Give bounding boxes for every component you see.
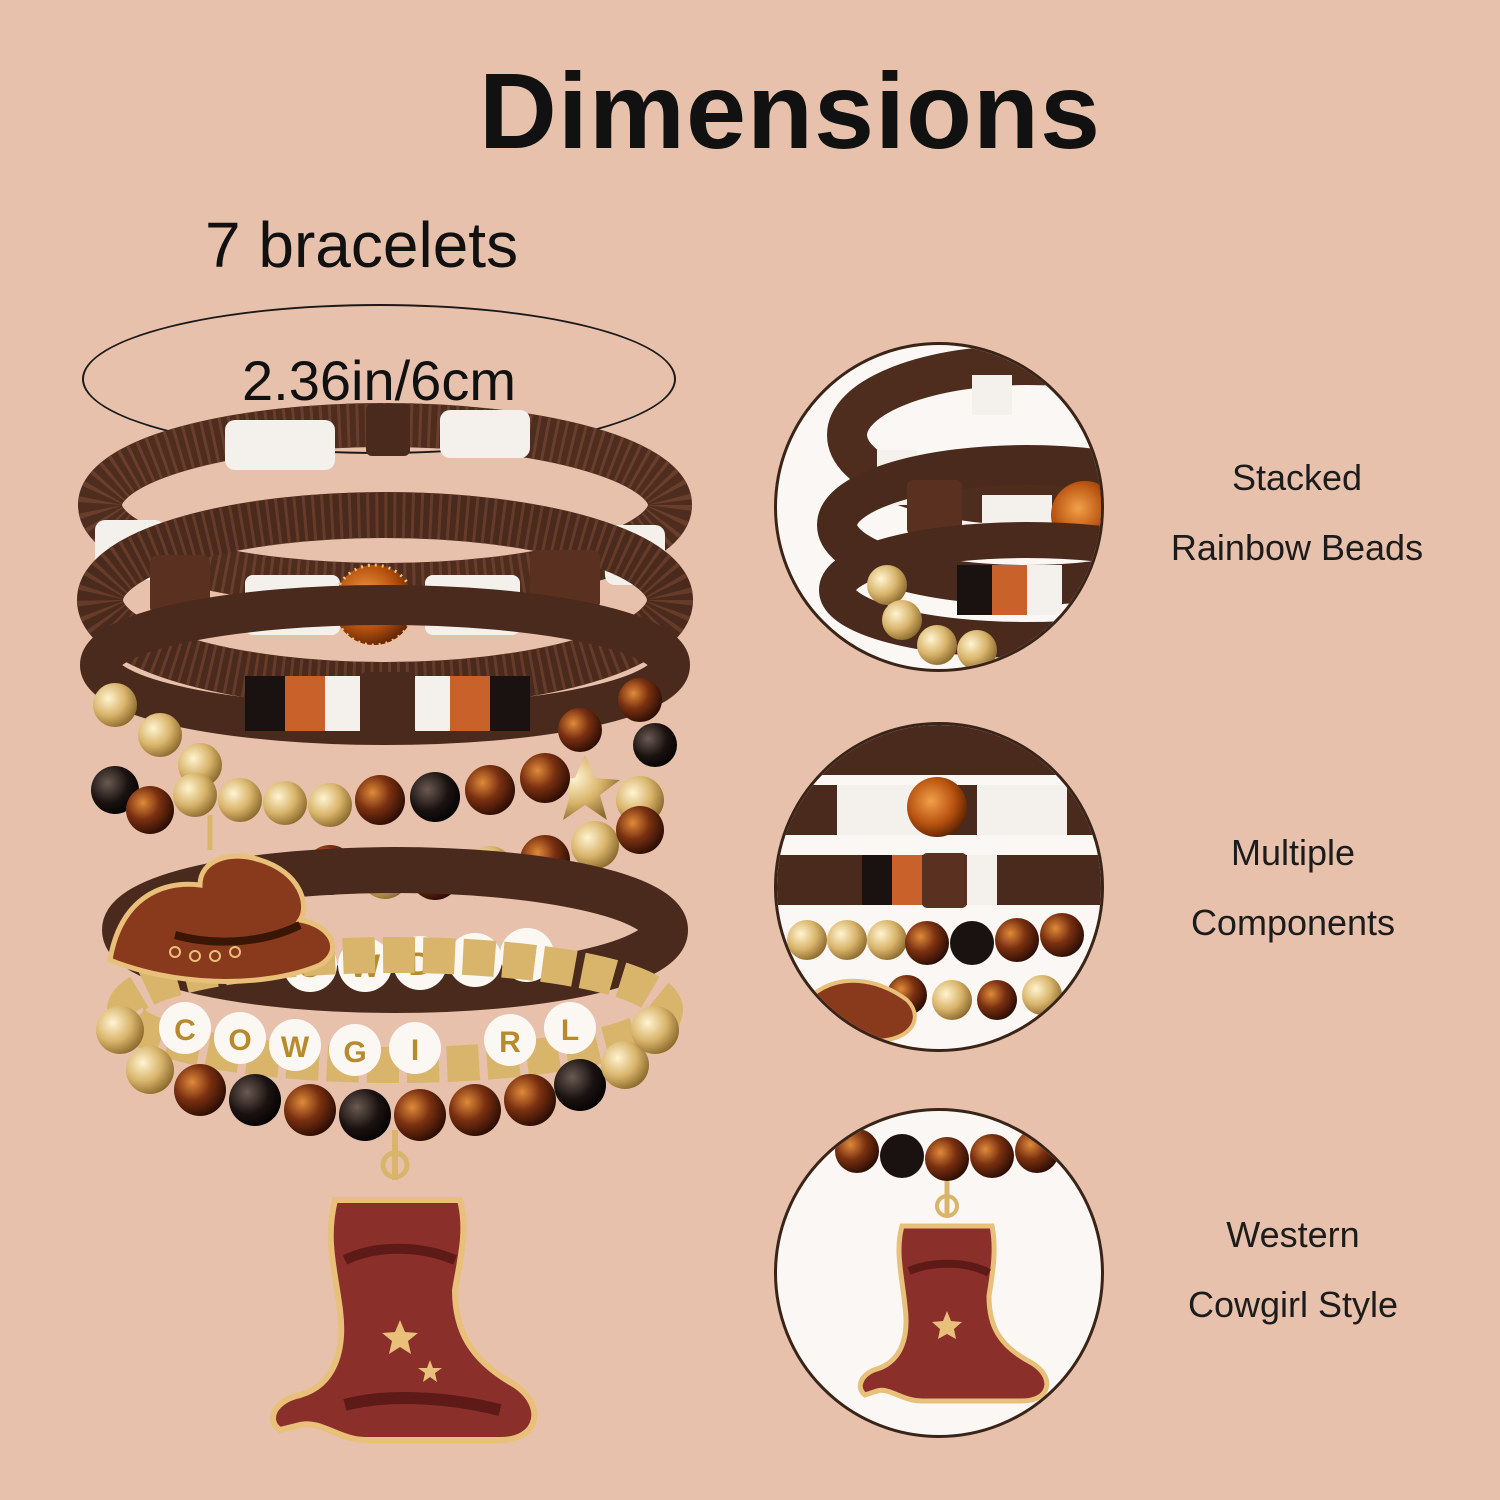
feature-label-line1: Western bbox=[1226, 1214, 1360, 1255]
bead-bracelet-middle bbox=[91, 753, 664, 834]
feature-label-line2: Cowgirl Style bbox=[1187, 1284, 1399, 1325]
gold-tiger-eye-bracelet bbox=[93, 678, 677, 820]
heishi-bracelet-third bbox=[80, 585, 690, 745]
letter-bead: W bbox=[281, 1031, 310, 1064]
size-label: 2.36in/6cm bbox=[242, 349, 516, 412]
feature-image-components bbox=[774, 722, 1104, 1052]
cowboy-boot-charm bbox=[269, 1130, 538, 1443]
feature-image-western bbox=[774, 1108, 1104, 1438]
feature-label-stacked: Stacked Rainbow Beads bbox=[1132, 443, 1462, 583]
feature-label-line2: Components bbox=[1190, 902, 1396, 943]
bracelet-count: 7 bracelets bbox=[205, 209, 519, 281]
bracelet-stack-image: O W D Y C O W G I R L bbox=[77, 403, 693, 1443]
letter-bead: I bbox=[411, 1034, 419, 1067]
feature-image-stacked bbox=[774, 342, 1104, 672]
letter-bead: G bbox=[343, 1036, 366, 1069]
page-title: Dimensions bbox=[478, 50, 1102, 171]
feature-label-line1: Stacked bbox=[1231, 457, 1363, 498]
stacked-beads-detail bbox=[817, 345, 1101, 669]
feature-label-line2: Rainbow Beads bbox=[1170, 527, 1424, 568]
letter-bead: R bbox=[499, 1026, 521, 1059]
letter-bead: L bbox=[561, 1014, 579, 1047]
boot-charm-detail bbox=[835, 1129, 1059, 1404]
feature-label-line1: Multiple bbox=[1230, 832, 1356, 873]
letter-bead: C bbox=[174, 1014, 196, 1047]
feature-label-components: Multiple Components bbox=[1128, 818, 1458, 958]
letter-bead: O bbox=[228, 1024, 251, 1057]
feature-label-western: Western Cowgirl Style bbox=[1128, 1200, 1458, 1340]
tiger-eye-bracelet-bottom bbox=[96, 1006, 679, 1141]
components-detail bbox=[777, 725, 1101, 1043]
cowboy-hat-charm bbox=[107, 815, 335, 984]
